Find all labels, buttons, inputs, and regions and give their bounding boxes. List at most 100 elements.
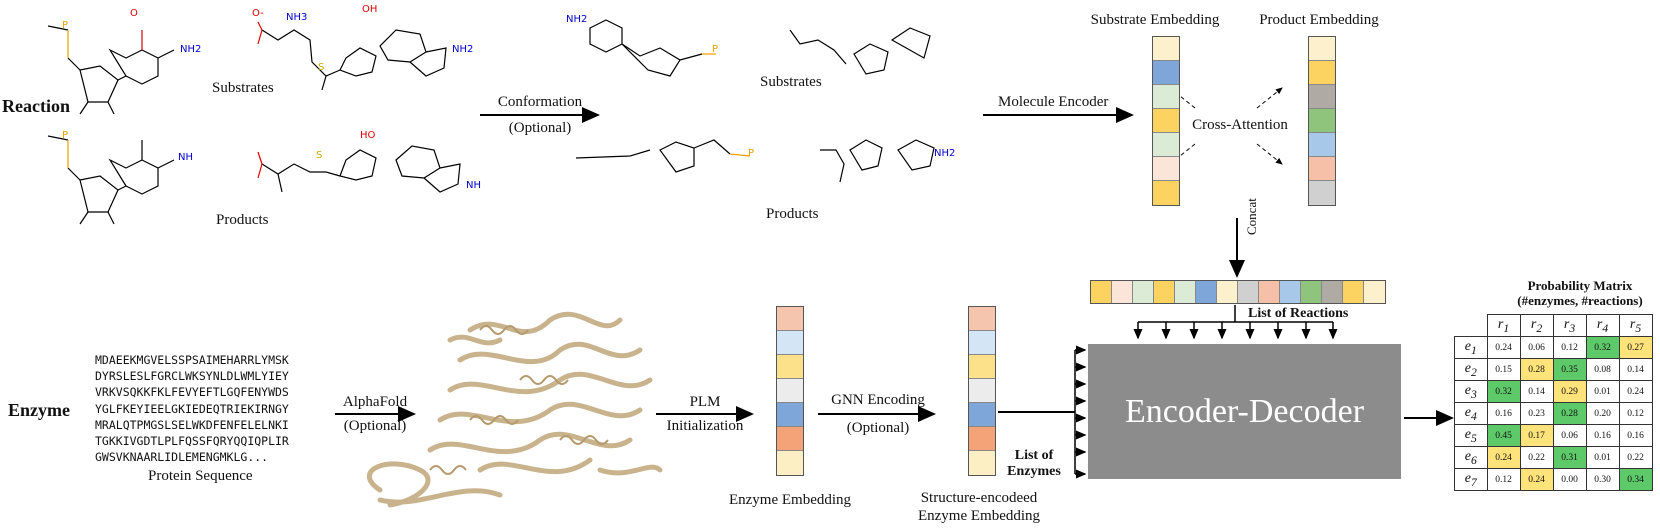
matrix-row-header: e3 [1454,380,1488,403]
matrix-row-header: e7 [1454,468,1488,491]
structure-embedding-cell [969,331,995,355]
substrate-embedding-label: Substrate Embedding [1090,12,1220,28]
embedding-cell [1153,133,1179,157]
conformation-optional-label: (Optional) [508,120,572,136]
initialization-label: Initialization [666,418,744,434]
products-label-left: Products [216,212,269,228]
probability-matrix-title: Probability Matrix (#enzymes, #reactions… [1500,278,1660,308]
substrates-label-left: Substrates [212,80,274,96]
embedding-cell [1309,133,1335,157]
reaction-embedding-cell [1238,281,1259,303]
matrix-cell: 0.45 [1486,424,1521,447]
reaction-embedding-cell [1133,281,1154,303]
molecule-encoder-label: Molecule Encoder [998,94,1109,110]
matrix-cell: 0.12 [1552,336,1587,359]
matrix-cell: 0.24 [1486,446,1521,469]
molecule-substrate-2 [257,21,447,91]
reaction-embedding-cell [1154,281,1175,303]
matrix-cell: 0.12 [1486,468,1521,491]
reaction-embedding-cell [1343,281,1364,303]
matrix-cell: 0.00 [1552,468,1587,491]
matrix-cell: 0.30 [1585,468,1620,491]
matrix-cell: 0.06 [1519,336,1554,359]
matrix-cell: 0.01 [1585,446,1620,469]
enzyme-embedding-cell [777,331,803,355]
cross-attention-label: Cross-Attention [1192,117,1288,133]
matrix-cell: 0.12 [1618,402,1653,425]
atom-label: NH [466,180,481,191]
embedding-cell [1153,181,1179,205]
matrix-cell: 0.23 [1519,402,1554,425]
matrix-cell: 0.24 [1486,336,1521,359]
reaction-embedding-cell [1217,281,1238,303]
reaction-embedding-cell [1259,281,1280,303]
embedding-cell [1153,61,1179,85]
atom-label: NH2 [180,44,202,55]
matrix-cell: 0.32 [1585,336,1620,359]
embedding-cell [1309,109,1335,133]
matrix-cell: 0.28 [1552,402,1587,425]
atom-label: NH3 [286,12,308,23]
embedding-cell [1153,85,1179,109]
alphafold-label: AlphaFold [342,394,408,410]
embedding-cell [1153,157,1179,181]
matrix-cell: 0.06 [1552,424,1587,447]
enzyme-embedding-cell [777,403,803,427]
enzyme-embedding-cell [777,451,803,475]
reaction-embedding-cell [1301,281,1322,303]
molecule-product-2 [257,145,461,193]
matrix-cell: 0.24 [1519,468,1554,491]
substrates-label-mid: Substrates [760,74,822,90]
reaction-concat-vector [1090,280,1386,304]
matrix-column-header: r5 [1618,314,1653,337]
atom-label: NH2 [566,14,588,25]
atom-label: NH [178,152,193,163]
structure-embedding-label-2: Enzyme Embedding [917,508,1041,524]
structure-embedding-cell [969,307,995,331]
atom-label: P [712,44,719,55]
matrix-row-header: e1 [1454,336,1488,359]
encoder-decoder-label: Encoder-Decoder [1124,392,1365,430]
reaction-embedding-cell [1322,281,1343,303]
protein-sequence-label: Protein Sequence [148,468,253,484]
enzyme-embedding-cell [777,379,803,403]
atom-label: HO [360,130,376,141]
matrix-cell: 0.22 [1519,446,1554,469]
reaction-embedding-cell [1280,281,1301,303]
gnn-encoding-label: GNN Encoding [831,392,925,408]
atom-label: O [130,8,138,19]
reaction-fanout [1133,305,1338,340]
atom-label: O- [252,8,264,19]
enzyme-embedding-cell [777,307,803,331]
alphafold-optional-label: (Optional) [343,418,407,434]
matrix-cell: 0.14 [1618,358,1653,381]
embedding-cell [1153,109,1179,133]
embedding-cell [1309,37,1335,61]
matrix-row-header: e5 [1454,424,1488,447]
embedding-cell [1309,61,1335,85]
atom-label: OH [362,4,378,15]
matrix-column-header: r3 [1552,314,1587,337]
matrix-cell: 0.20 [1585,402,1620,425]
matrix-cell: 0.28 [1519,358,1554,381]
reaction-heading: Reaction [2,96,70,116]
matrix-cell: 0.15 [1486,358,1521,381]
atom-label: P [62,130,69,141]
matrix-cell: 0.01 [1585,380,1620,403]
molecule-substrate-1 [47,25,175,115]
enzyme-embedding-label: Enzyme Embedding [728,492,852,508]
matrix-row-header: e6 [1454,446,1488,469]
matrix-row-header: e2 [1454,358,1488,381]
matrix-cell: 0.22 [1618,446,1653,469]
list-of-enzymes-label-1: List of [1014,448,1054,463]
structure-embedding-cell [969,355,995,379]
matrix-cell: 0.24 [1618,380,1653,403]
conformation-label: Conformation [497,94,583,110]
protein-sequence-text: MDAEEKMGVELSSPSAIMEHARRLYMSK DYRSLESLFGR… [95,353,289,465]
list-of-enzymes-label-2: Enzymes [1007,464,1061,479]
